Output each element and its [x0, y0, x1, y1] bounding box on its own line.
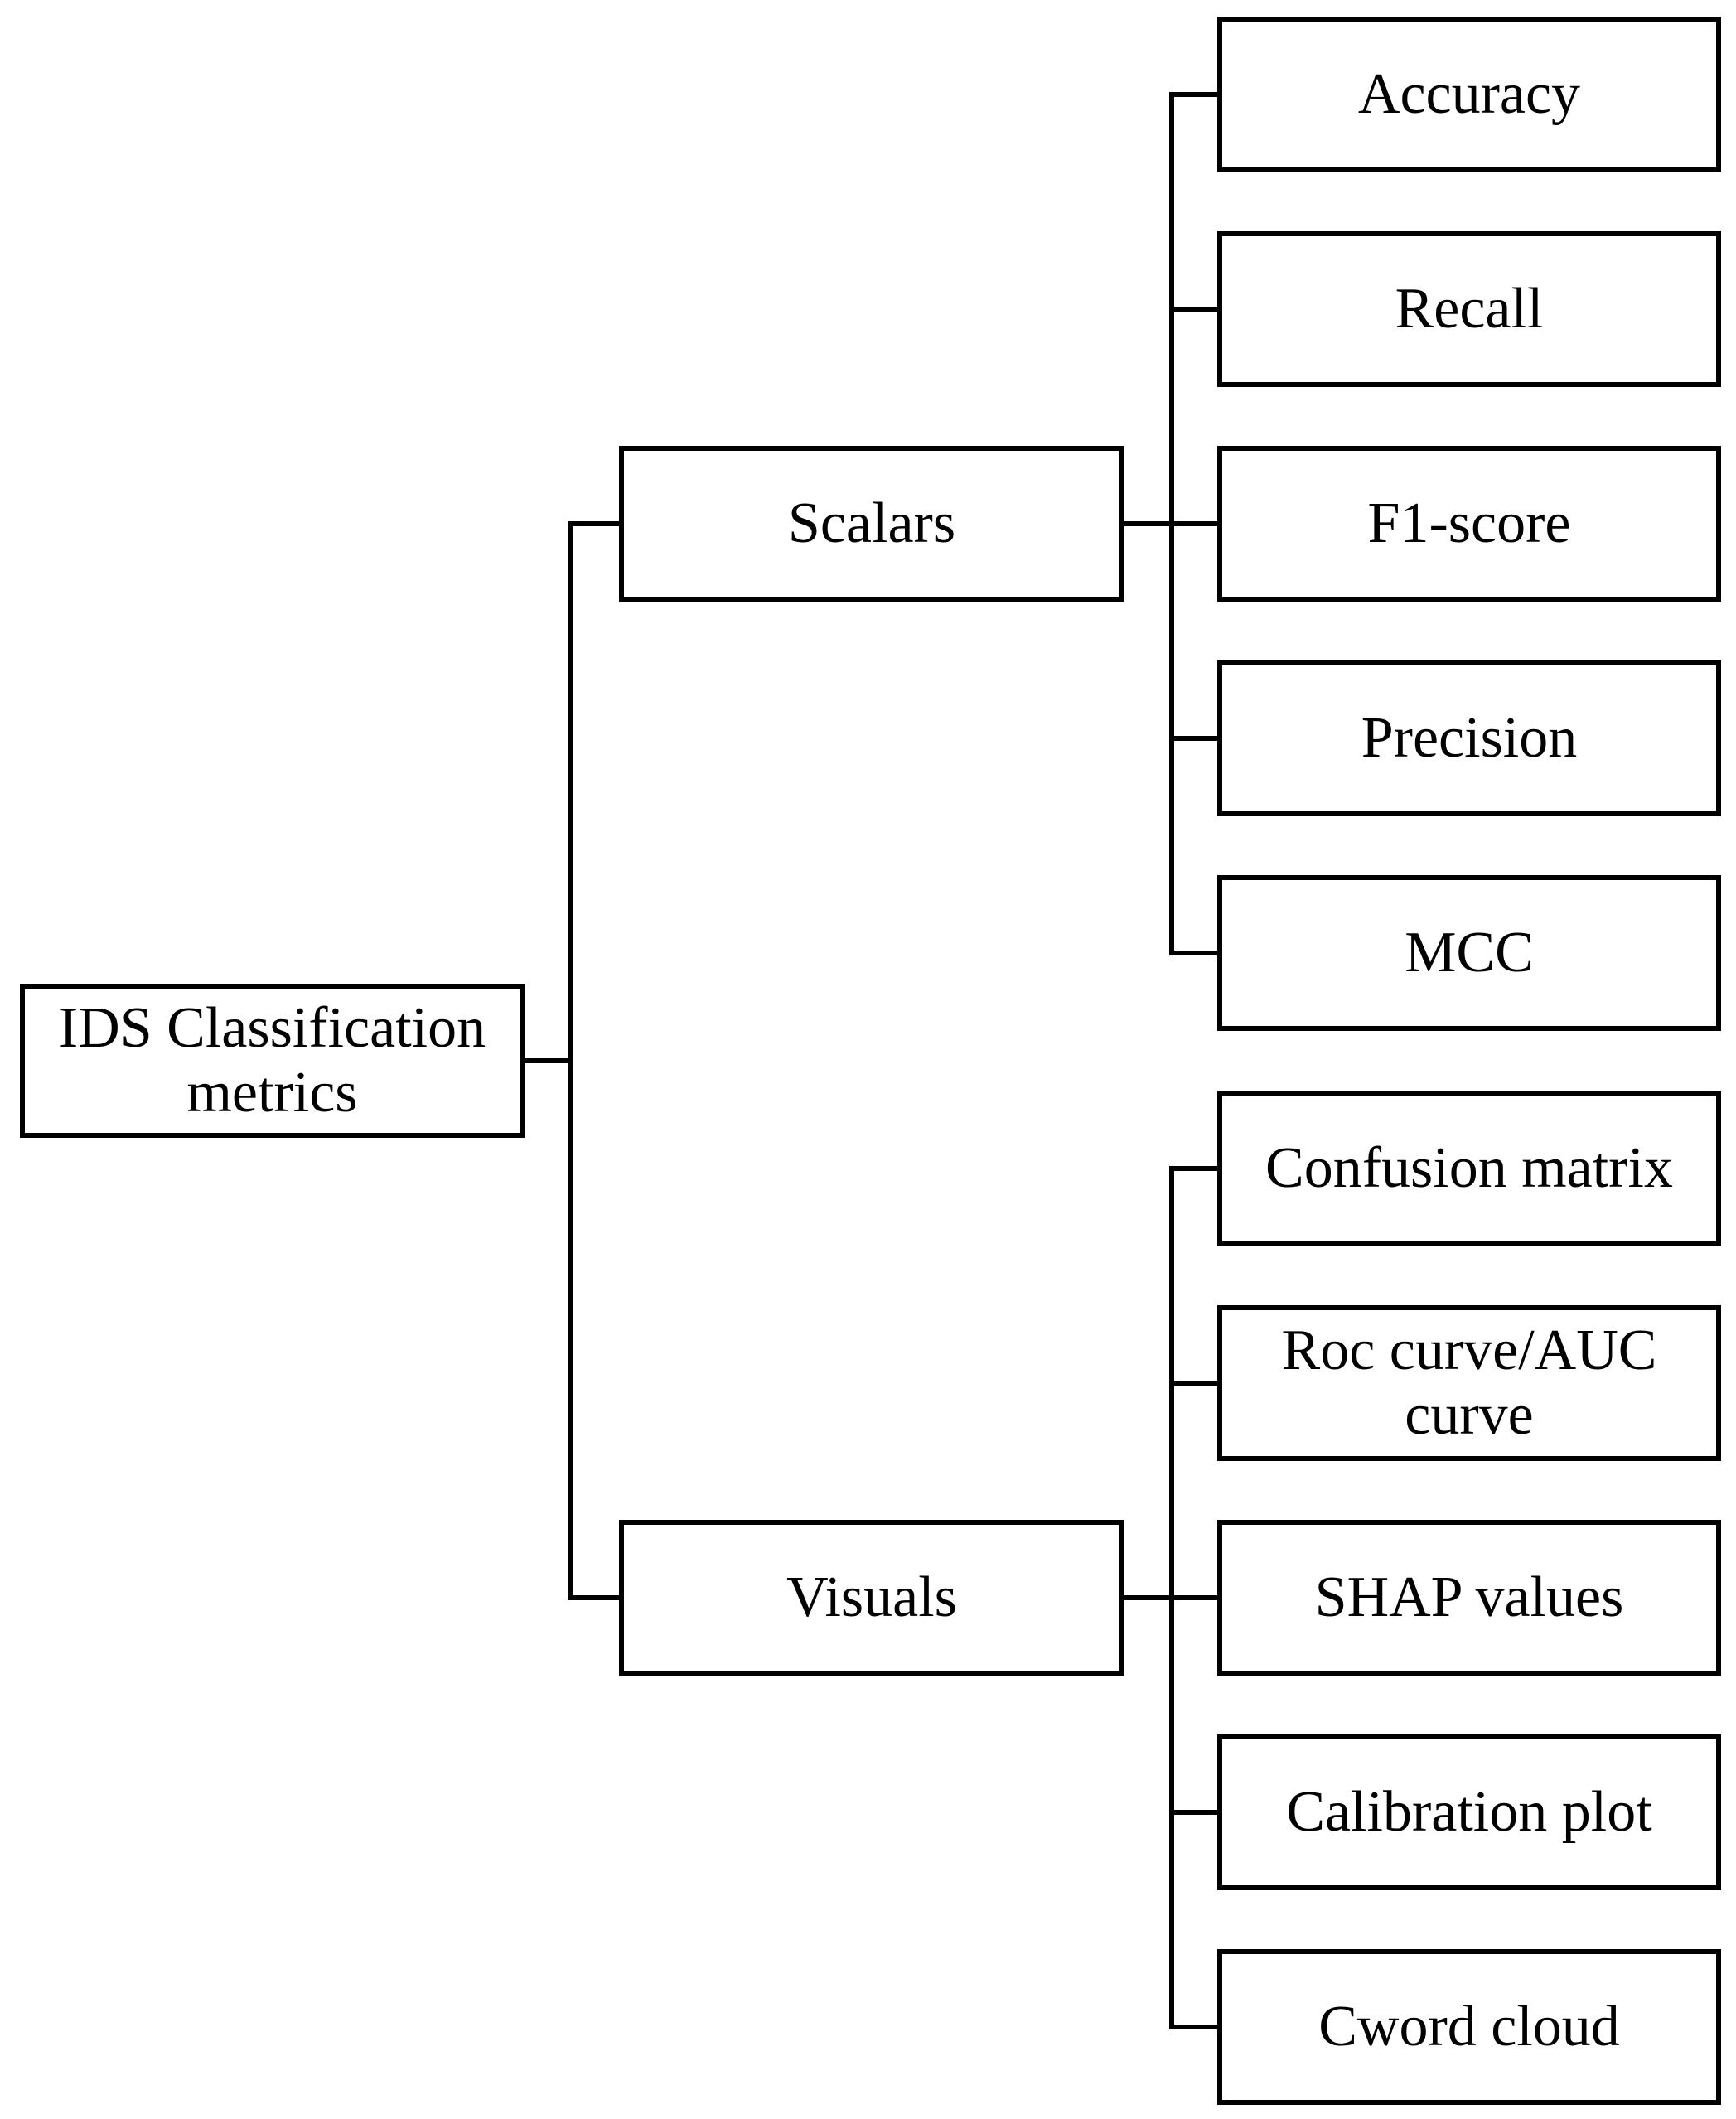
- leaf-node-confusion-matrix: Confusion matrix: [1217, 1091, 1721, 1246]
- leaf-label: MCC: [1405, 921, 1534, 985]
- leaf-node-precision: Precision: [1217, 660, 1721, 816]
- leaf-node-shap-values: SHAP values: [1217, 1520, 1721, 1676]
- root-node-label: IDS Classification metrics: [58, 996, 486, 1125]
- leaf-label: SHAP values: [1314, 1565, 1624, 1629]
- branch-node-scalars: Scalars: [619, 446, 1124, 602]
- leaf-label: Recall: [1395, 277, 1544, 341]
- leaf-node-cword-cloud: Cword cloud: [1217, 1949, 1721, 2105]
- leaf-node-calibration-plot: Calibration plot: [1217, 1734, 1721, 1890]
- branch-label: Scalars: [787, 491, 956, 555]
- branch-node-visuals: Visuals: [619, 1520, 1124, 1676]
- leaf-label: Precision: [1361, 706, 1578, 770]
- leaf-label: Confusion matrix: [1265, 1136, 1673, 1200]
- branch-label: Visuals: [786, 1565, 957, 1629]
- leaf-label: Cword cloud: [1318, 1995, 1620, 2059]
- leaf-label: Accuracy: [1357, 62, 1581, 126]
- leaf-node-mcc: MCC: [1217, 875, 1721, 1031]
- leaf-node-f1-score: F1-score: [1217, 446, 1721, 602]
- root-node: IDS Classification metrics: [20, 984, 525, 1138]
- leaf-label: Roc curve/AUC curve: [1281, 1318, 1657, 1447]
- leaf-node-recall: Recall: [1217, 231, 1721, 387]
- leaf-label: F1-score: [1367, 491, 1571, 555]
- leaf-node-accuracy: Accuracy: [1217, 17, 1721, 172]
- leaf-label: Calibration plot: [1286, 1780, 1652, 1844]
- leaf-node-roc-auc-curve: Roc curve/AUC curve: [1217, 1305, 1721, 1461]
